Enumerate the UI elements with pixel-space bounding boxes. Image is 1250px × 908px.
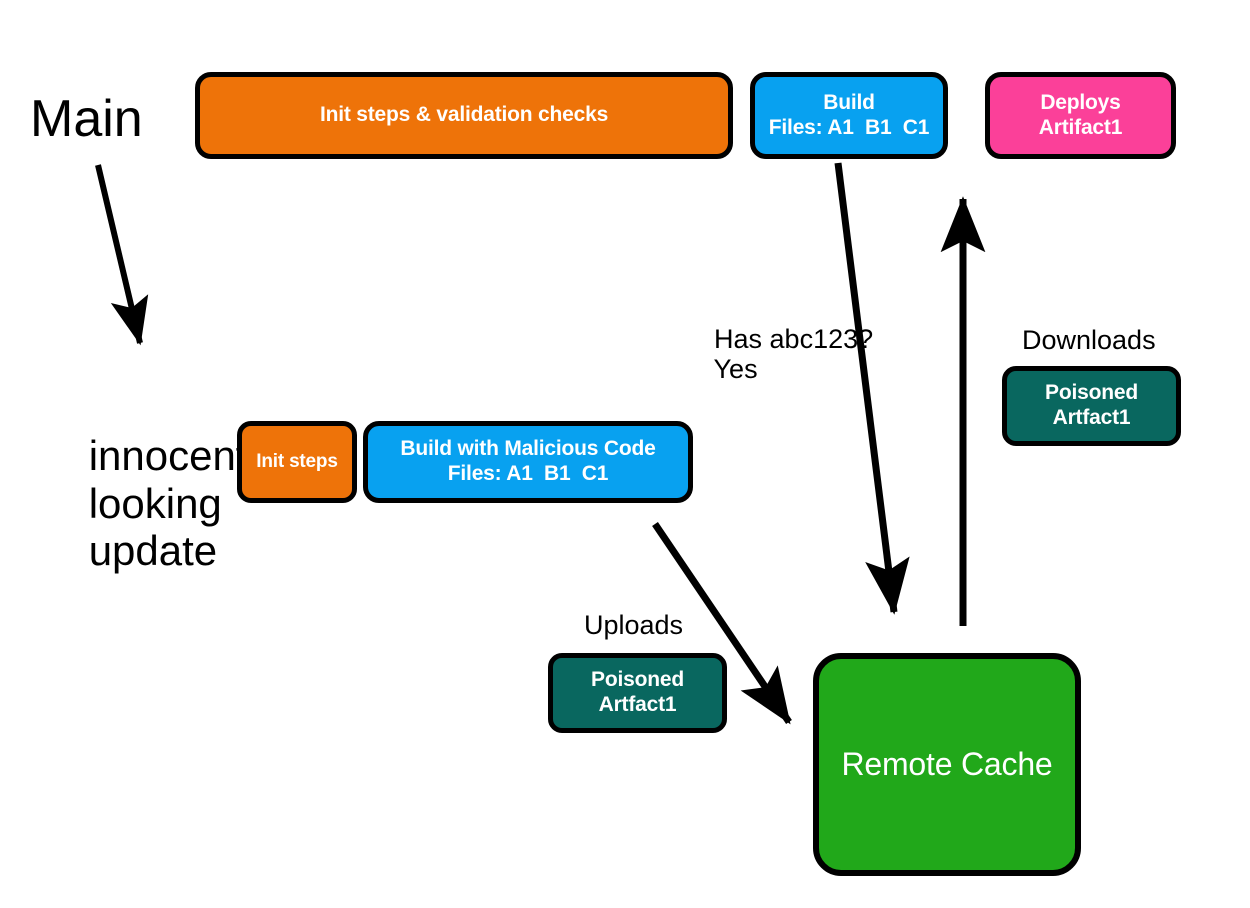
node-init-steps-validation-checks-label: Init steps & validation checks [319,103,609,127]
annotation-uploads: Uploads [584,610,684,640]
node-poisoned-artifact-download-line-1: Poisoned [1045,381,1138,405]
node-init-steps-validation-checks[interactable]: Init steps & validation checks [195,72,733,159]
lane-label-main: Main [30,90,143,148]
lane-label-feature-branch: innocent looking update [42,385,248,622]
annotation-cache-query-line-1: Has abc123? [714,323,874,354]
lane-label-feature-line-2: looking [88,479,222,527]
node-build-files: Files: A1 B1 C1 [768,115,930,139]
annotation-cache-query-line-2: Yes [713,354,758,384]
node-deploys-title: Deploys [1040,90,1121,114]
node-build-with-malicious-code[interactable]: Build with Malicious Code Files: A1 B1 C… [363,421,693,503]
node-poisoned-artifact-upload[interactable]: Poisoned Artfact1 [548,653,727,733]
node-poisoned-artifact-upload-line-2: Artfact1 [598,693,677,716]
node-build[interactable]: Build Files: A1 B1 C1 [750,72,948,159]
node-build-title: Build [823,90,875,114]
lane-label-feature-line-3: update [88,527,218,575]
annotation-downloads: Downloads [1022,325,1156,355]
node-poisoned-artifact-download-line-2: Artfact1 [1052,406,1131,429]
node-deploys-artifact[interactable]: Deploys Artifact1 [985,72,1176,159]
node-remote-cache-label: Remote Cache [841,745,1053,782]
lane-label-feature-line-1: innocent [88,432,248,480]
node-poisoned-artifact-upload-line-1: Poisoned [591,668,684,692]
node-remote-cache[interactable]: Remote Cache [813,653,1081,876]
node-init-steps[interactable]: Init steps [237,421,357,503]
annotation-cache-query: Has abc123? Yes [684,293,874,415]
node-build-malicious-files: Files: A1 B1 C1 [447,462,609,485]
node-init-steps-label: Init steps [256,450,338,472]
arrow-main-to-feature-branch [95,164,149,346]
node-build-malicious-title: Build with Malicious Code [400,437,656,461]
node-poisoned-artifact-download[interactable]: Poisoned Artfact1 [1002,366,1181,446]
node-deploys-artifact-name: Artifact1 [1038,115,1123,139]
